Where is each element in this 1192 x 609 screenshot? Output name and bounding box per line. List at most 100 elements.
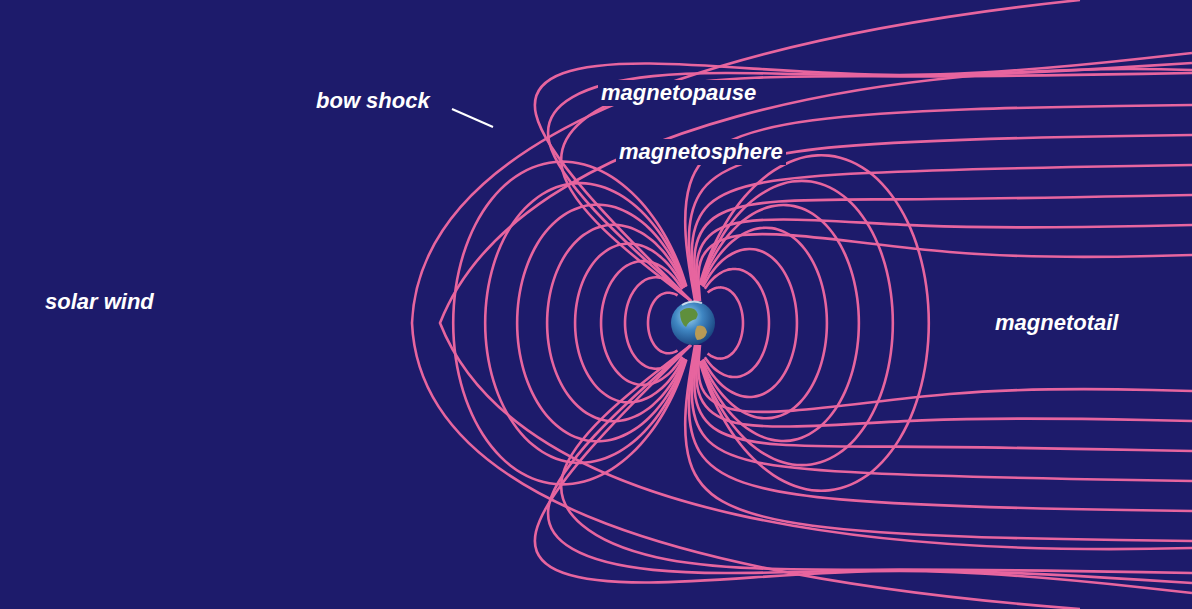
wind-streak [7, 262, 122, 264]
wind-streak [136, 546, 251, 548]
wind-streak [17, 134, 78, 136]
wind-streak [130, 575, 276, 577]
wind-streak [219, 250, 287, 252]
wind-streak [0, 150, 62, 152]
wind-streak [368, 291, 493, 293]
wind-streak [12, 417, 121, 419]
wind-streak [0, 332, 76, 334]
wind-streak [118, 335, 258, 337]
wind-streak [345, 406, 479, 408]
wind-streak [5, 105, 80, 107]
wind-streak [143, 162, 207, 164]
wind-streak [157, 404, 233, 406]
field-line [453, 162, 686, 485]
wind-streak [0, 404, 119, 406]
field-line [692, 345, 1192, 481]
wind-streak [255, 191, 396, 193]
field-line [548, 345, 1192, 583]
wind-streak [122, 319, 264, 321]
wind-streak [126, 461, 220, 463]
wind-streak [232, 261, 371, 263]
wind-streak [96, 362, 236, 364]
leader-line [452, 109, 493, 127]
field-line [548, 63, 1192, 301]
wind-streak [0, 119, 119, 121]
wind-streak [0, 318, 87, 320]
field-line [535, 345, 1192, 593]
wind-streak [197, 447, 330, 449]
wind-streak [19, 433, 169, 435]
wind-streak [309, 7, 421, 9]
wind-streak [210, 49, 319, 51]
wind-streak [310, 463, 465, 465]
wind-streak [344, 318, 500, 320]
earth [671, 301, 715, 345]
wind-streak [357, 432, 470, 434]
wind-streak [188, 94, 296, 96]
field-line [694, 195, 1192, 301]
wind-streak [239, 165, 358, 167]
wind-streak [17, 92, 113, 94]
field-line [694, 345, 1192, 451]
wind-streak [452, 377, 486, 379]
wind-streak [343, 35, 424, 37]
field-line [698, 234, 1192, 301]
wind-streak [343, 122, 449, 124]
wind-streak [0, 361, 54, 363]
wind-streak [0, 490, 55, 492]
wind-streak [299, 504, 387, 506]
wind-streak [0, 192, 56, 194]
wind-streak [173, 560, 240, 562]
wind-streak [0, 5, 111, 7]
wind-streak [0, 62, 80, 64]
wind-streak [6, 77, 138, 79]
wind-streak [353, 361, 443, 363]
magnetopause-line [440, 69, 1192, 549]
field-lines [453, 53, 1192, 593]
wind-streak [290, 333, 409, 335]
field-line [696, 345, 1192, 427]
wind-streak [124, 193, 185, 195]
wind-streak [227, 591, 329, 593]
wind-streak [193, 65, 279, 67]
magnetosphere-label: magnetosphere [616, 139, 786, 165]
wind-streak [3, 205, 133, 207]
wind-streak [223, 517, 319, 519]
wind-streak [107, 518, 183, 520]
wind-streak [0, 377, 131, 379]
wind-streak [302, 277, 468, 279]
wind-streak [245, 176, 392, 178]
wind-streak [173, 147, 262, 149]
wind-streak [0, 533, 149, 535]
field-line [685, 345, 1192, 541]
field-line [702, 228, 827, 419]
field-line [575, 244, 683, 403]
wind-streak [247, 433, 313, 435]
wind-streak [0, 548, 97, 550]
magnetopause-label: magnetopause [598, 80, 759, 106]
field-line [547, 225, 684, 421]
wind-streak [178, 108, 332, 110]
wind-streak [0, 517, 64, 519]
wind-streak [387, 519, 451, 521]
wind-streak [152, 276, 270, 278]
solar-wind-streaks [0, 6, 499, 591]
wind-streak [211, 532, 352, 534]
bow-shock-label: bow shock [313, 88, 433, 114]
wind-streak [0, 460, 88, 462]
field-line [696, 219, 1192, 301]
wind-streak [0, 48, 91, 50]
wind-streak [191, 503, 264, 505]
wind-streak [302, 205, 370, 207]
wind-streak [0, 575, 99, 577]
wind-streak [19, 250, 149, 252]
wind-streak [397, 220, 475, 222]
wind-streak [0, 446, 114, 448]
wind-streak [221, 234, 327, 236]
wind-streak [301, 547, 444, 549]
wind-streak [187, 76, 297, 78]
field-line [689, 345, 1192, 511]
wind-streak [405, 531, 447, 533]
wind-streak [180, 218, 286, 220]
